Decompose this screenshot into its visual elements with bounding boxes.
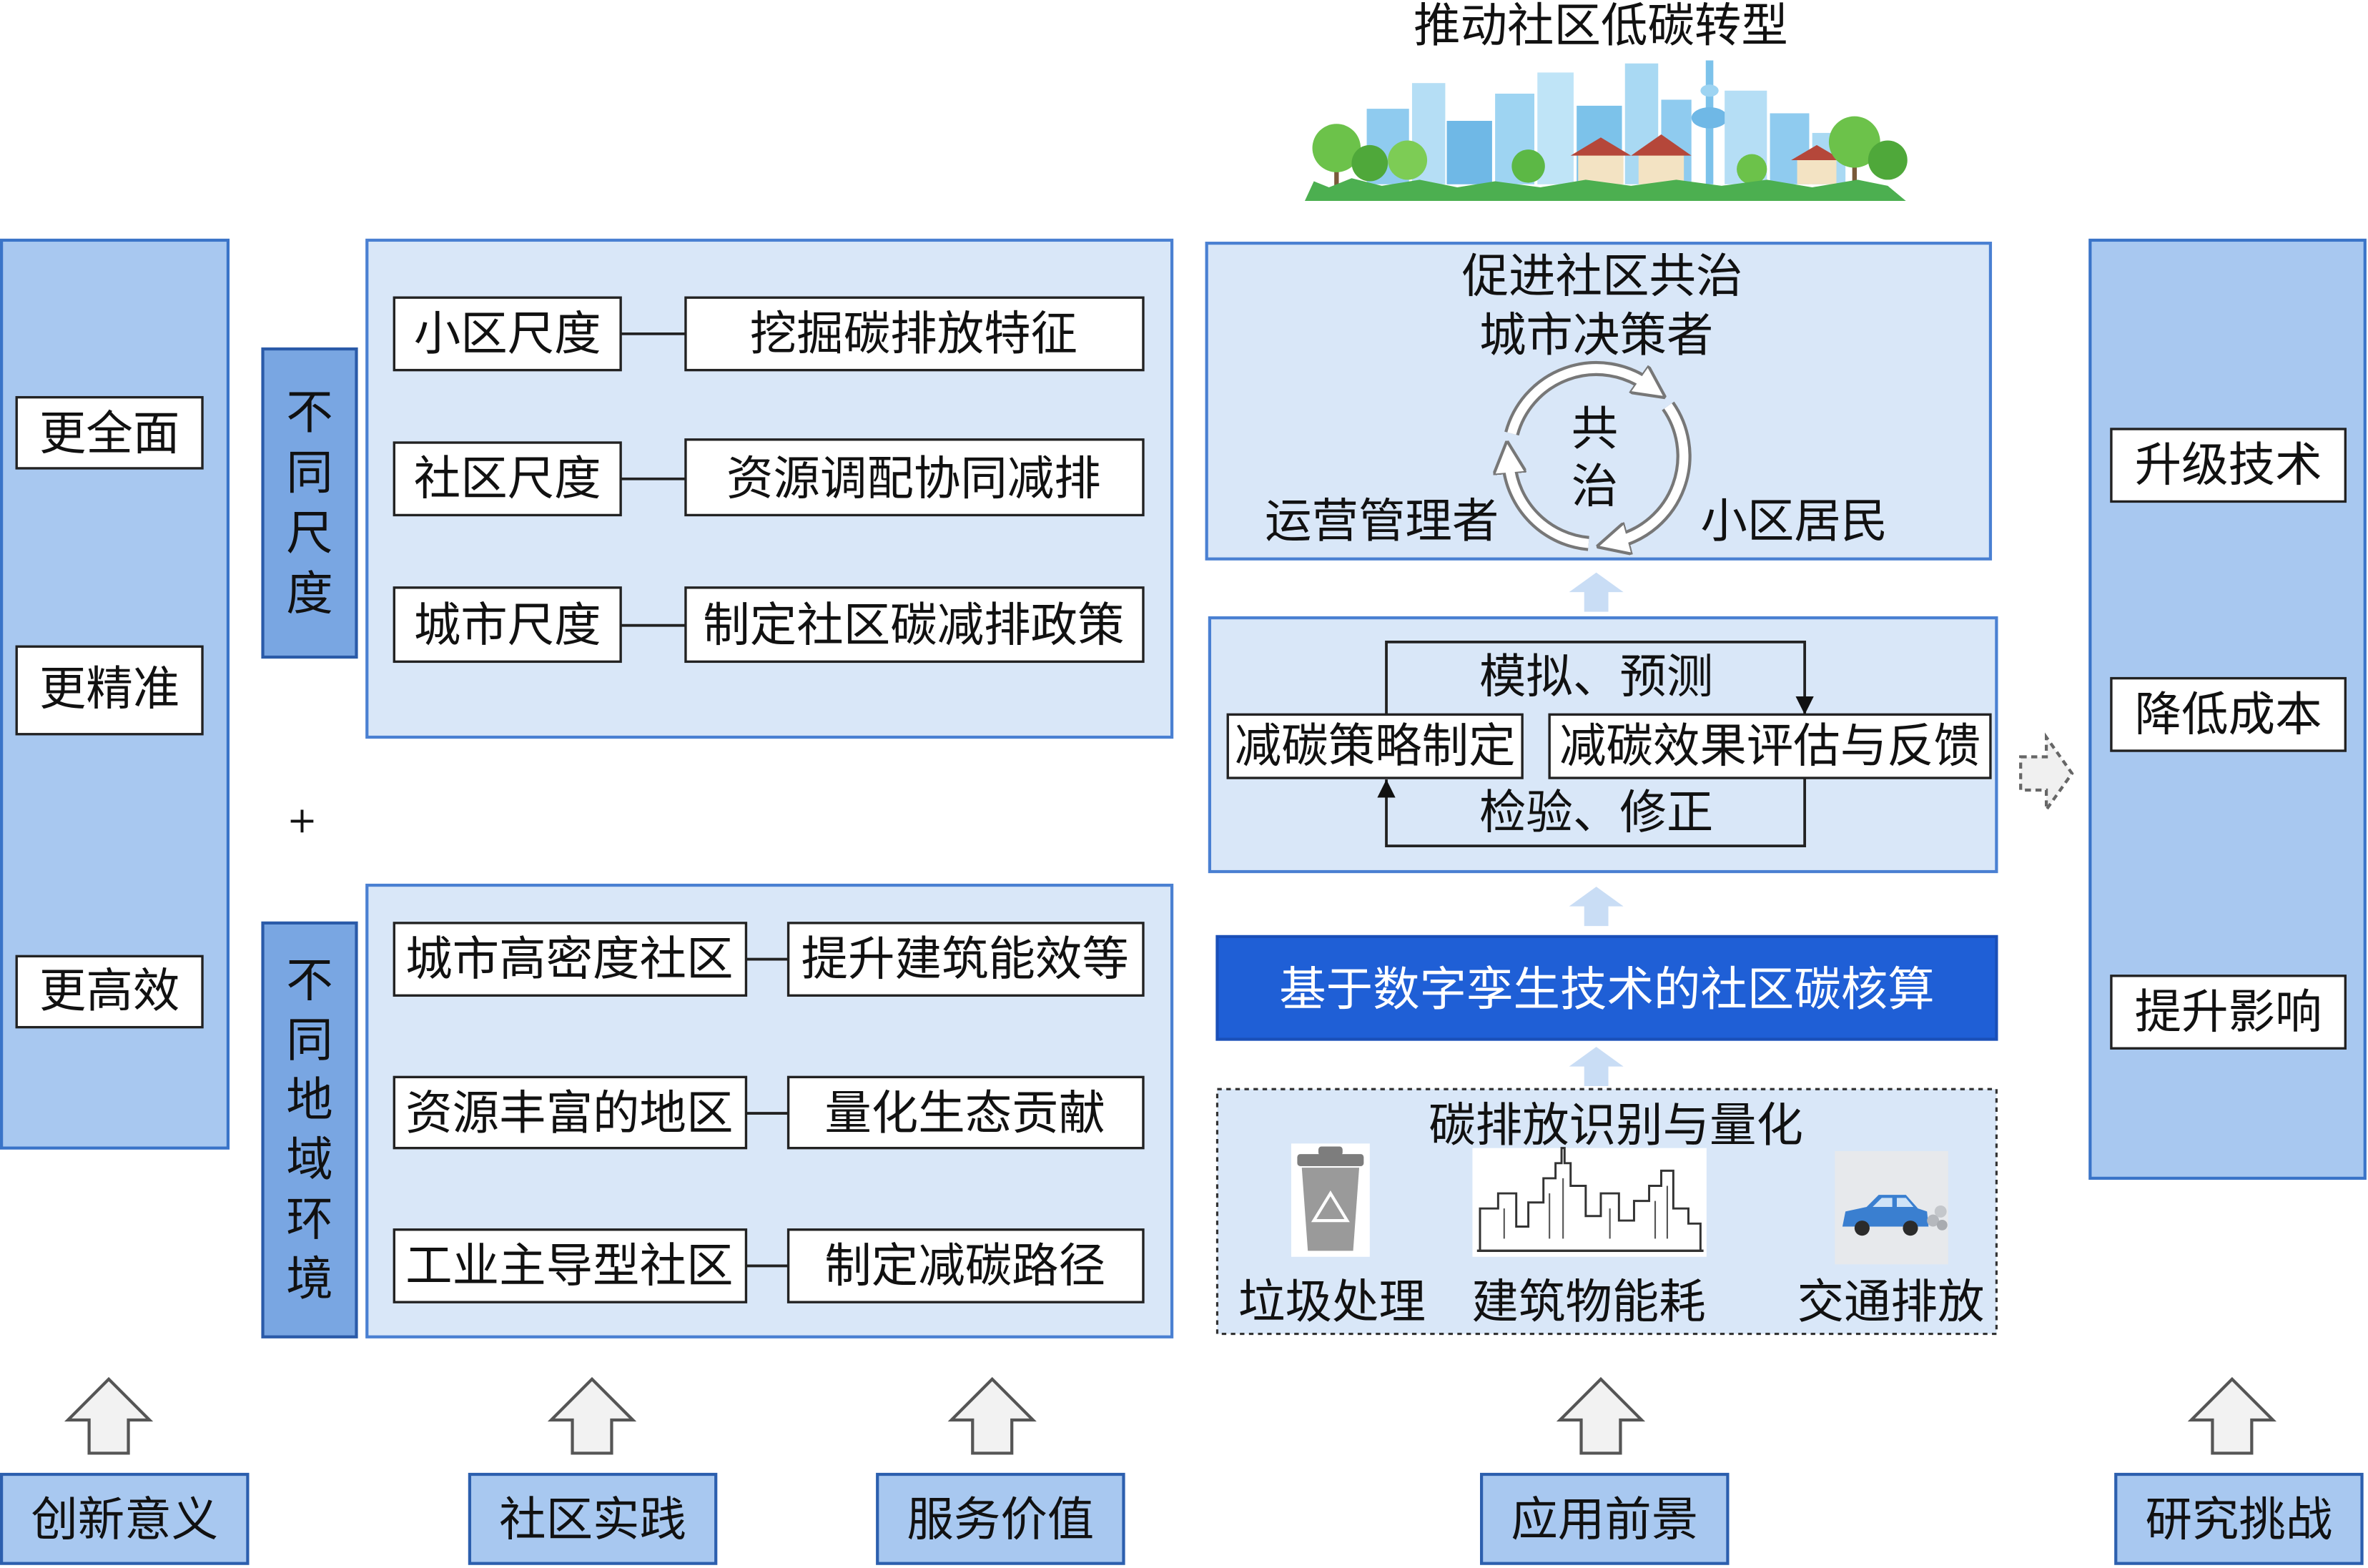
footer-innovation: 创新意义	[31, 1492, 218, 1547]
region-action: 提升建筑能效等	[801, 932, 1129, 987]
region-box	[393, 922, 748, 997]
strategy-label: 减碳策略制定	[1235, 719, 1516, 774]
challenge-item: 降低成本	[2135, 687, 2322, 741]
cycle-arrows-icon	[1509, 360, 1692, 544]
innovation-item-box	[15, 395, 204, 470]
scale-row: 城市尺度 制定社区碳减排政策	[393, 586, 1145, 664]
evaluation-box	[1548, 713, 1992, 779]
source-label: 交通排放	[1797, 1275, 1985, 1329]
challenge-item: 升级技术	[2135, 438, 2322, 493]
loop-top-label: 模拟、预测	[1479, 649, 1713, 704]
scale-name: 城市尺度	[414, 598, 601, 653]
innovation-item-box	[15, 645, 204, 736]
scale-action-box	[684, 586, 1145, 664]
strategy-box	[1226, 713, 1524, 779]
innovation-item-box	[15, 955, 204, 1029]
region-box	[393, 1075, 748, 1150]
buildings-icon	[1472, 1147, 1707, 1257]
loop-bottom-label: 检验、修正	[1479, 786, 1713, 840]
region-label: 不同地域环境	[286, 954, 332, 1306]
region-action: 制定减碳路径	[824, 1238, 1105, 1293]
footer-application: 应用前景	[1511, 1492, 1698, 1547]
innovation-item: 更精准	[39, 661, 179, 716]
region-action-box	[786, 922, 1145, 997]
region-row: 工业主导型社区 制定减碳路径	[393, 1228, 1145, 1303]
region-name: 城市高密度社区	[405, 932, 733, 987]
challenge-item-box	[2110, 676, 2347, 752]
scale-row: 小区尺度 挖掘碳排放特征	[393, 296, 1145, 372]
footer-challenges: 研究挑战	[2145, 1492, 2332, 1547]
region-action: 量化生态贡献	[824, 1086, 1105, 1140]
source-label: 垃圾处理	[1238, 1275, 1426, 1329]
region-action-box	[786, 1228, 1145, 1303]
scale-action: 资源调配协同减排	[726, 452, 1101, 506]
region-row: 资源丰富的地区 量化生态贡献	[393, 1075, 1145, 1150]
up-arrow-icon	[1569, 1047, 1624, 1087]
scale-label-box	[261, 347, 358, 659]
challenge-item-box	[2110, 428, 2347, 503]
governance-title: 促进社区共治	[1462, 250, 1743, 304]
scale-action: 制定社区碳减排政策	[703, 598, 1124, 653]
footer-practice: 社区实践	[499, 1492, 686, 1547]
region-name: 资源丰富的地区	[405, 1086, 733, 1140]
loop-arrow-bottom	[1377, 778, 1807, 848]
city-skyline-icon	[1304, 60, 1908, 201]
region-name: 工业主导型社区	[405, 1238, 733, 1293]
governance-panel	[1205, 242, 1993, 561]
up-arrow-icon	[947, 1376, 1037, 1455]
footer-application-box	[1479, 1472, 1730, 1565]
scale-action-box	[684, 296, 1145, 372]
innovation-item: 更全面	[39, 406, 179, 460]
scale-action: 挖掘碳排放特征	[750, 307, 1077, 361]
evaluation-label: 减碳效果评估与反馈	[1559, 719, 1980, 774]
scale-row: 社区尺度 资源调配协同减排	[393, 438, 1145, 517]
up-arrow-icon	[64, 1376, 154, 1455]
region-box	[393, 1228, 748, 1303]
actor-residents: 小区居民	[1700, 494, 1888, 548]
carbon-accounting-bar	[1215, 935, 1998, 1041]
diagram-title: 推动社区低碳转型	[1414, 0, 1788, 53]
footer-value-box	[876, 1472, 1125, 1565]
challenge-item: 提升影响	[2135, 985, 2322, 1040]
emission-title: 碳排放识别与量化	[1429, 1098, 1803, 1153]
footer-innovation-box	[0, 1472, 250, 1565]
up-arrow-icon	[1556, 1376, 1646, 1455]
up-arrow-icon	[1569, 887, 1624, 927]
up-arrow-icon	[547, 1376, 637, 1455]
co-governance-label: 共治	[1572, 402, 1618, 513]
loop-arrow-top	[1385, 641, 1814, 715]
up-arrow-icon	[2187, 1376, 2277, 1455]
innovation-item: 更高效	[39, 964, 179, 1018]
trash-bin-icon	[1291, 1143, 1370, 1257]
region-row: 城市高密度社区 提升建筑能效等	[393, 922, 1145, 997]
source-label: 建筑物能耗	[1471, 1275, 1705, 1329]
actor-city-decision-maker: 城市决策者	[1479, 308, 1713, 363]
up-arrow-icon	[1569, 572, 1624, 612]
scale-label: 不同尺度	[286, 385, 332, 621]
dashed-right-arrow-icon	[2019, 732, 2074, 815]
scale-name: 小区尺度	[414, 307, 601, 361]
scale-name: 社区尺度	[414, 452, 601, 506]
challenge-item-box	[2110, 975, 2347, 1050]
footer-value: 服务价值	[907, 1492, 1094, 1547]
plus-sign: +	[287, 799, 317, 842]
scale-action-box	[684, 438, 1145, 517]
scale-box	[393, 441, 622, 517]
footer-challenges-box	[2114, 1472, 2364, 1565]
carbon-accounting-label: 基于数字孪生技术的社区碳核算	[1279, 962, 1934, 1017]
region-action-box	[786, 1075, 1145, 1150]
actor-operator: 运营管理者	[1265, 494, 1499, 548]
region-label-box	[261, 921, 358, 1338]
footer-practice-box	[468, 1472, 718, 1565]
car-icon	[1835, 1150, 1948, 1265]
